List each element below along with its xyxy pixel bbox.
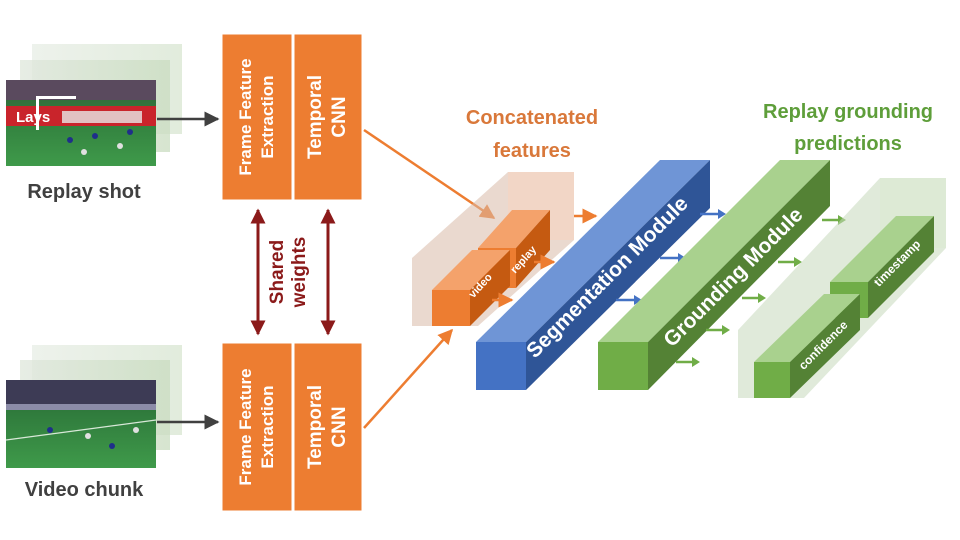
bottom-temporal-label-1: Temporal (305, 385, 326, 469)
top-frame-feature-block (221, 33, 293, 201)
ad-board-text: Lays (16, 109, 50, 126)
segmentation-output-arrows (616, 209, 726, 305)
concat-title-1: Concatenated (466, 107, 598, 129)
outputs-title-2: predictions (794, 133, 902, 155)
outputs-volume: timestamp confidence (738, 178, 946, 398)
bottom-temporal-cnn-block (293, 342, 363, 512)
top-extractor: Frame Feature Extraction Temporal CNN (221, 33, 363, 201)
replay-shot-frames: Lays (6, 44, 182, 166)
bottom-temporal-label-2: CNN (329, 406, 350, 447)
bottom-extractor: Frame Feature Extraction Temporal CNN (221, 342, 363, 512)
output-timestamp-block: timestamp (830, 216, 934, 318)
concat-video-block: video (432, 250, 510, 326)
shared-weights: Shared weights (250, 208, 336, 336)
shared-label-2: weights (289, 237, 310, 309)
concat-title-2: features (493, 140, 571, 162)
replay-shot-label: Replay shot (27, 181, 141, 203)
video-chunk-frames (5, 345, 182, 468)
replay-frame-front: Lays (6, 80, 156, 166)
bottom-frame-feature-block (221, 342, 293, 512)
outputs-title-1: Replay grounding (763, 101, 933, 123)
top-frame-label-2: Extraction (258, 75, 277, 158)
concat-features-volume: replay video (412, 172, 574, 326)
bottom-frame-label-2: Extraction (258, 385, 277, 468)
top-temporal-cnn-block (293, 33, 363, 201)
top-temporal-label-1: Temporal (305, 75, 326, 159)
top-to-concat-arrow (363, 128, 496, 220)
bottom-frame-label-1: Frame Feature (236, 368, 255, 485)
top-frame-label-1: Frame Feature (236, 58, 255, 175)
video-frame-front (5, 380, 157, 468)
bottom-to-concat-arrow (363, 328, 454, 429)
shared-label-1: Shared (267, 240, 288, 304)
top-temporal-label-2: CNN (329, 96, 350, 137)
video-chunk-label: Video chunk (25, 479, 144, 501)
